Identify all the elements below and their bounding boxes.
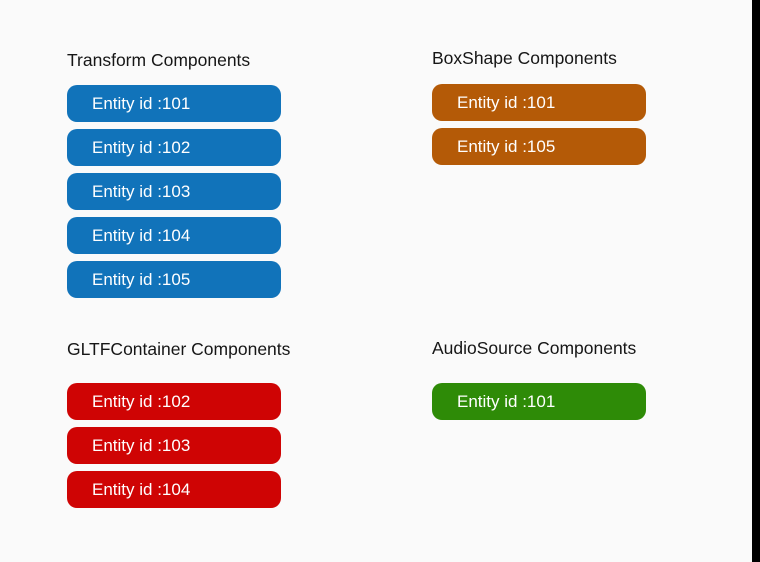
entity-button-transform-2[interactable]: Entity id :103 [67, 173, 281, 210]
entity-button-boxshape-0[interactable]: Entity id :101 [432, 84, 646, 121]
entity-button-transform-0[interactable]: Entity id :101 [67, 85, 281, 122]
right-edge-bar [752, 0, 760, 562]
audiosource-section-title: AudioSource Components [432, 338, 637, 358]
entity-button-gltfcontainer-2[interactable]: Entity id :104 [67, 471, 281, 508]
entity-button-transform-3[interactable]: Entity id :104 [67, 217, 281, 254]
audiosource-components-section: AudioSource Components Entity id :101 [432, 338, 646, 420]
transform-section-title: Transform Components [67, 50, 251, 70]
entity-button-audiosource-0[interactable]: Entity id :101 [432, 383, 646, 420]
entity-button-transform-1[interactable]: Entity id :102 [67, 129, 281, 166]
entity-button-transform-4[interactable]: Entity id :105 [67, 261, 281, 298]
entity-button-gltfcontainer-1[interactable]: Entity id :103 [67, 427, 281, 464]
entity-button-boxshape-1[interactable]: Entity id :105 [432, 128, 646, 165]
entity-button-gltfcontainer-0[interactable]: Entity id :102 [67, 383, 281, 420]
audiosource-entity-list: Entity id :101 [432, 383, 646, 420]
gltfcontainer-section-title: GLTFContainer Components [67, 339, 291, 359]
boxshape-section-title: BoxShape Components [432, 48, 617, 68]
